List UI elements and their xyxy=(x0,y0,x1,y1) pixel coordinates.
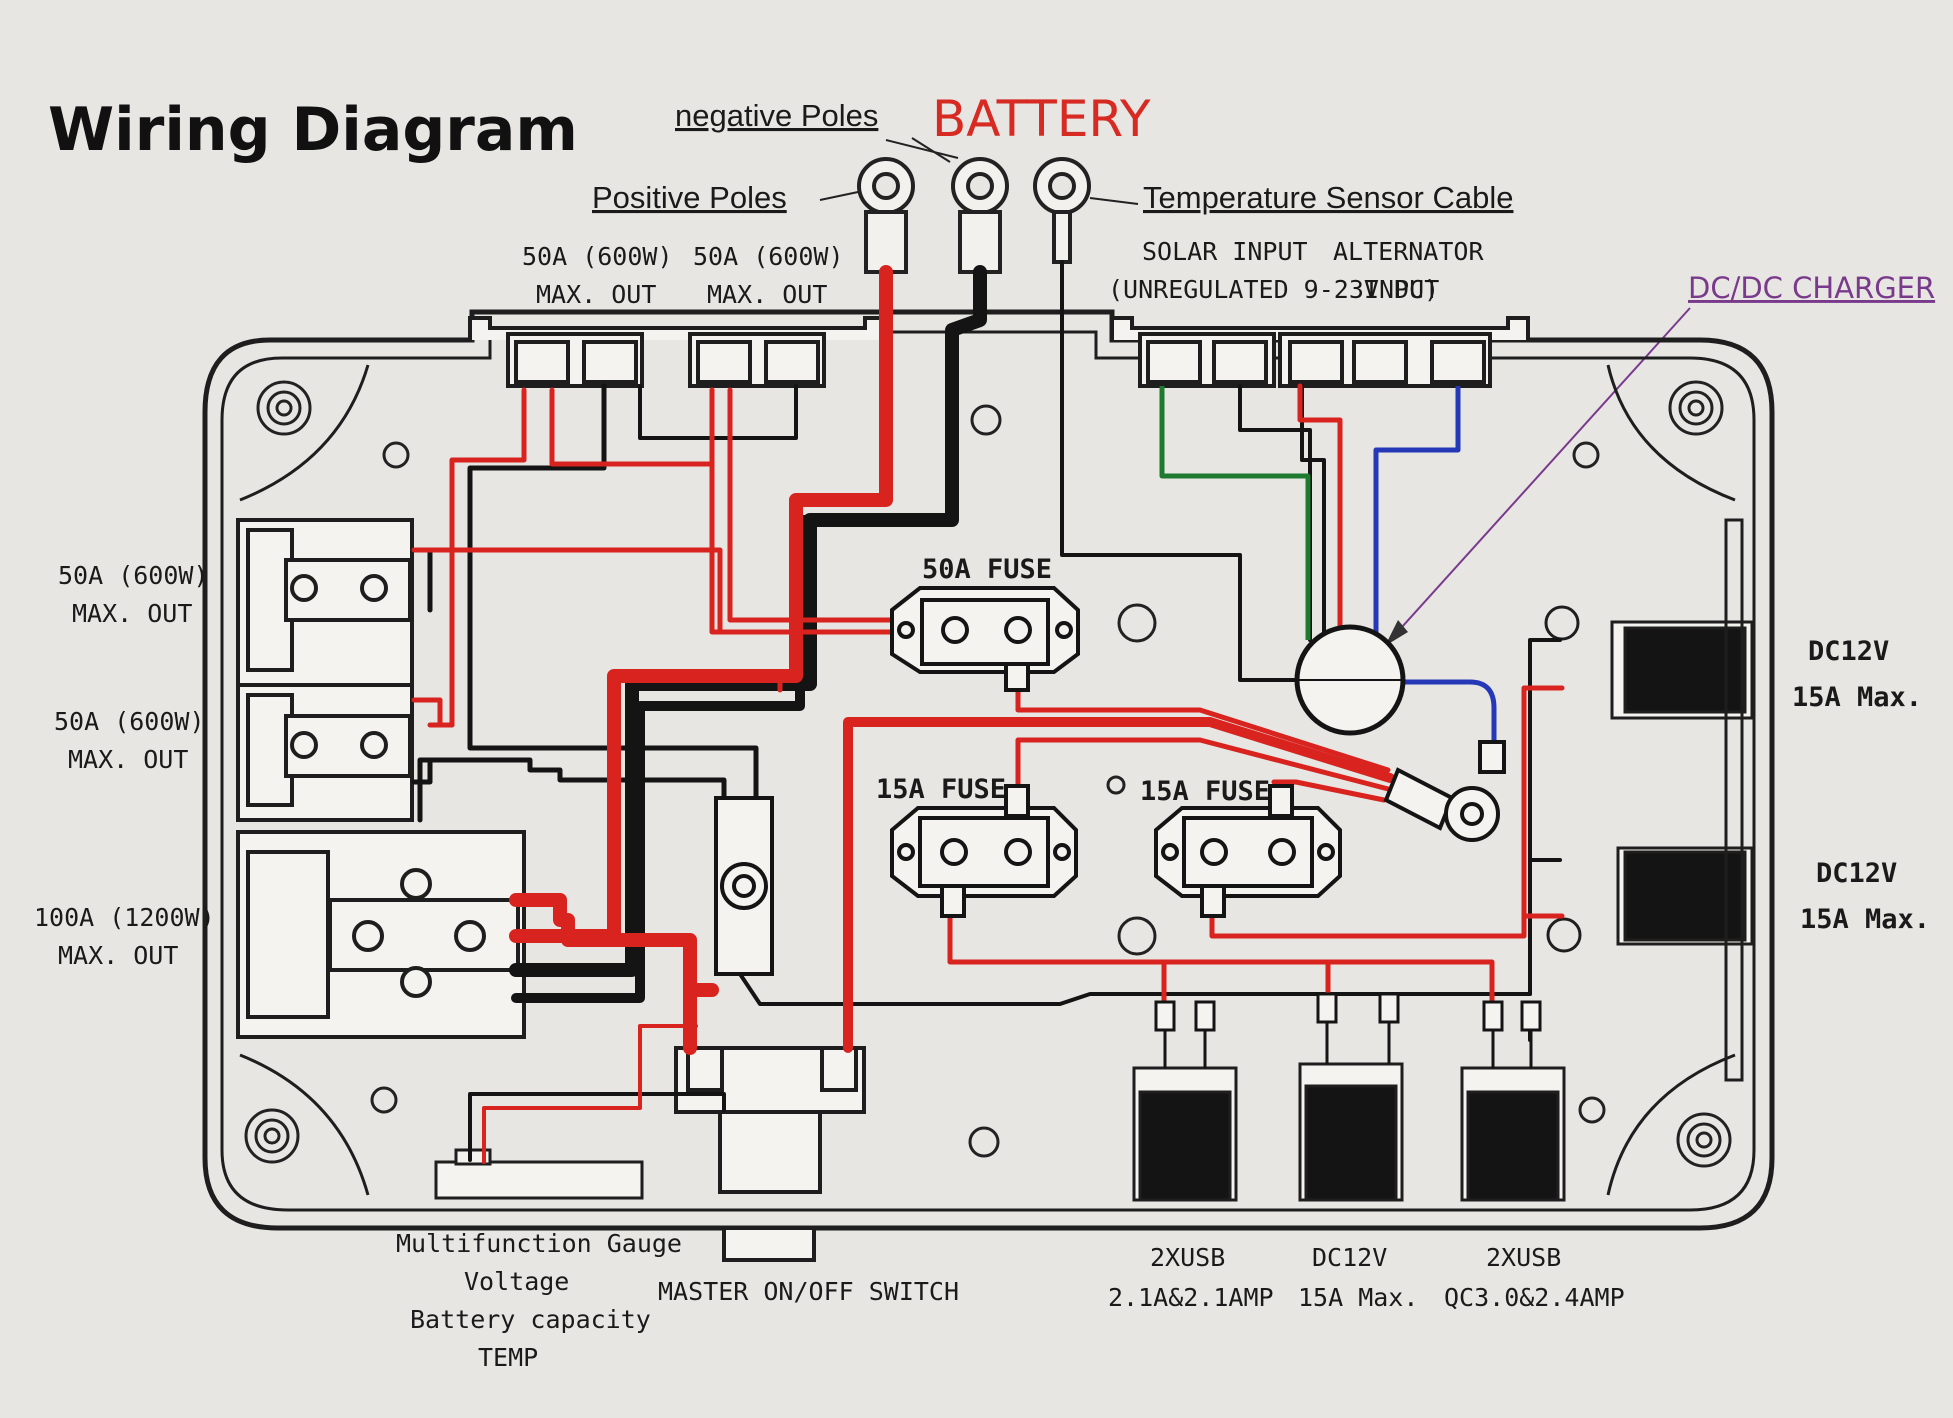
gauge-label-title: Multifunction Gauge xyxy=(396,1229,682,1258)
left-output-2-rating: 50A (600W) xyxy=(54,707,205,736)
bottom-usb-socket-1 xyxy=(1132,1066,1238,1202)
solar-input-sub: (UNREGULATED 9-23V DC) xyxy=(1108,275,1439,304)
left-output-socket-2 xyxy=(236,683,414,822)
left-output-2-sub: MAX. OUT xyxy=(68,745,188,774)
fuse-15a-left xyxy=(890,784,1078,918)
right-output-1-sub: 15A Max. xyxy=(1792,682,1922,713)
master-switch xyxy=(674,1046,866,1262)
charger-ring-terminal xyxy=(1383,740,1506,842)
left-output-1-sub: MAX. OUT xyxy=(72,599,192,628)
right-output-1-name: DC12V xyxy=(1808,636,1889,667)
circuit-breaker xyxy=(714,796,774,976)
left-output-socket-100a xyxy=(236,830,526,1039)
wires-green xyxy=(1159,386,1311,640)
fuse-15a-left-label: 15A FUSE xyxy=(876,774,1006,805)
bottom-output-1-name: 2XUSB xyxy=(1150,1243,1225,1272)
wires-red xyxy=(411,265,1565,1164)
fuse-50a-label: 50A FUSE xyxy=(922,554,1052,585)
top-output-right-rating: 50A (600W) xyxy=(693,242,844,271)
fuse-15a-right xyxy=(1154,784,1342,918)
corner-screws xyxy=(244,380,1732,1168)
left-output-3-sub: MAX. OUT xyxy=(58,941,178,970)
right-output-2-name: DC12V xyxy=(1816,858,1897,889)
left-output-3-rating: 100A (1200W) xyxy=(34,903,215,932)
battery-label: BATTERY xyxy=(932,90,1151,148)
negative-poles-label: negative Poles xyxy=(675,98,878,133)
positive-terminal xyxy=(857,157,915,274)
fuse-15a-right-label: 15A FUSE xyxy=(1140,776,1270,807)
gauge-label-temp: TEMP xyxy=(478,1343,538,1372)
dcdc-charger-arrowhead xyxy=(1385,620,1408,646)
enclosure xyxy=(202,309,1775,1231)
battery-leader-lines xyxy=(819,137,1139,205)
dcdc-charger xyxy=(1294,624,1406,736)
temperature-sensor-label: Temperature Sensor Cable xyxy=(1143,180,1513,215)
page-title: Wiring Diagram xyxy=(48,95,578,165)
right-dc12v-socket-2 xyxy=(1546,846,1754,953)
right-output-2-sub: 15A Max. xyxy=(1800,904,1930,935)
master-switch-label: MASTER ON/OFF SWITCH xyxy=(658,1277,959,1306)
bottom-output-2-name: DC12V xyxy=(1312,1243,1387,1272)
top-output-right-sub: MAX. OUT xyxy=(707,280,827,309)
bottom-output-3-sub: QC3.0&2.4AMP xyxy=(1444,1283,1625,1312)
bottom-dc12v-socket xyxy=(1298,1062,1404,1202)
multifunction-gauge xyxy=(434,1148,644,1200)
right-dc12v-socket-1 xyxy=(1544,605,1754,720)
bottom-socket-terminals xyxy=(1154,992,1542,1068)
bottom-output-3-name: 2XUSB xyxy=(1486,1243,1561,1272)
gauge-label-voltage: Voltage xyxy=(464,1267,569,1296)
fuse-50a xyxy=(890,586,1080,692)
left-output-1-rating: 50A (600W) xyxy=(58,561,209,590)
right-rail xyxy=(1724,518,1744,1082)
top-output-left-rating: 50A (600W) xyxy=(522,242,673,271)
dcdc-charger-pointer xyxy=(1391,307,1691,639)
top-output-left-sub: MAX. OUT xyxy=(536,280,656,309)
gauge-label-capacity: Battery capacity xyxy=(410,1305,651,1334)
bottom-output-2-sub: 15A Max. xyxy=(1298,1283,1418,1312)
wires-blue xyxy=(1373,386,1497,746)
negative-terminal xyxy=(951,157,1009,274)
wires-black xyxy=(411,260,1562,1162)
input-connectors xyxy=(1110,316,1530,388)
top-output-connectors xyxy=(468,316,888,388)
positive-poles-label: Positive Poles xyxy=(592,180,787,215)
bottom-output-1-sub: 2.1A&2.1AMP xyxy=(1108,1283,1274,1312)
temperature-sensor-terminal xyxy=(1033,157,1091,264)
solar-input-label: SOLAR INPUT xyxy=(1142,237,1308,266)
dcdc-charger-label: DC/DC CHARGER xyxy=(1688,271,1935,305)
alternator-input-label: ALTERNATOR xyxy=(1333,237,1484,266)
alternator-input-sub: INPUT xyxy=(1364,275,1439,304)
bottom-usb-socket-2 xyxy=(1460,1066,1566,1202)
left-output-socket-1 xyxy=(236,518,414,687)
